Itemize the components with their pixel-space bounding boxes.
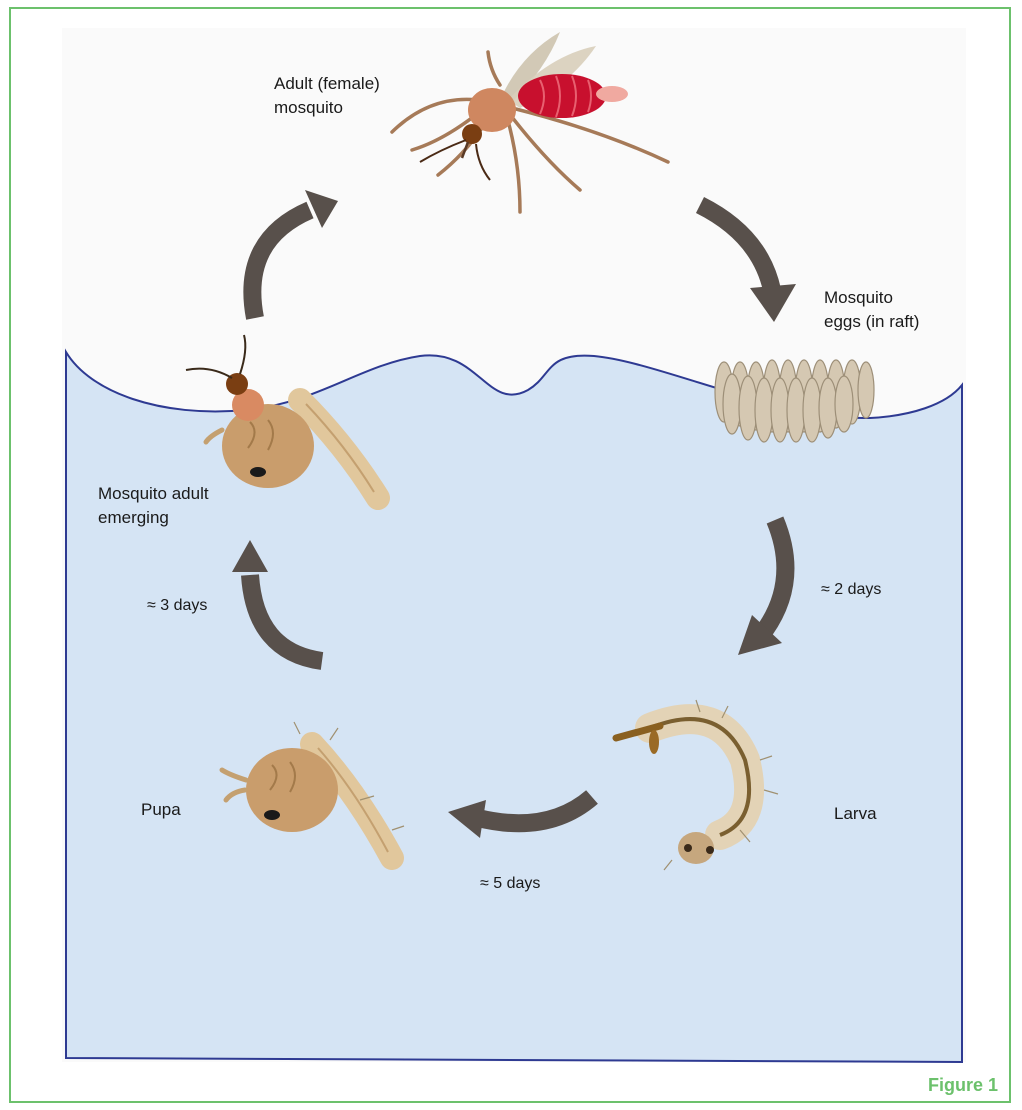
water	[66, 352, 962, 1062]
label-larva: Larva	[834, 802, 877, 826]
duration-larva-to-pupa: ≈ 5 days	[480, 872, 540, 896]
label-pupa: Pupa	[141, 798, 181, 822]
duration-pupa-to-adult: ≈ 3 days	[147, 594, 207, 618]
figure-caption: Figure 1	[928, 1075, 998, 1096]
label-adult-mosquito: Adult (female) mosquito	[274, 72, 380, 120]
label-mosquito-emerging: Mosquito adult emerging	[98, 482, 209, 530]
duration-eggs-to-larva: ≈ 2 days	[821, 578, 881, 602]
label-mosquito-eggs: Mosquito eggs (in raft)	[824, 286, 919, 334]
